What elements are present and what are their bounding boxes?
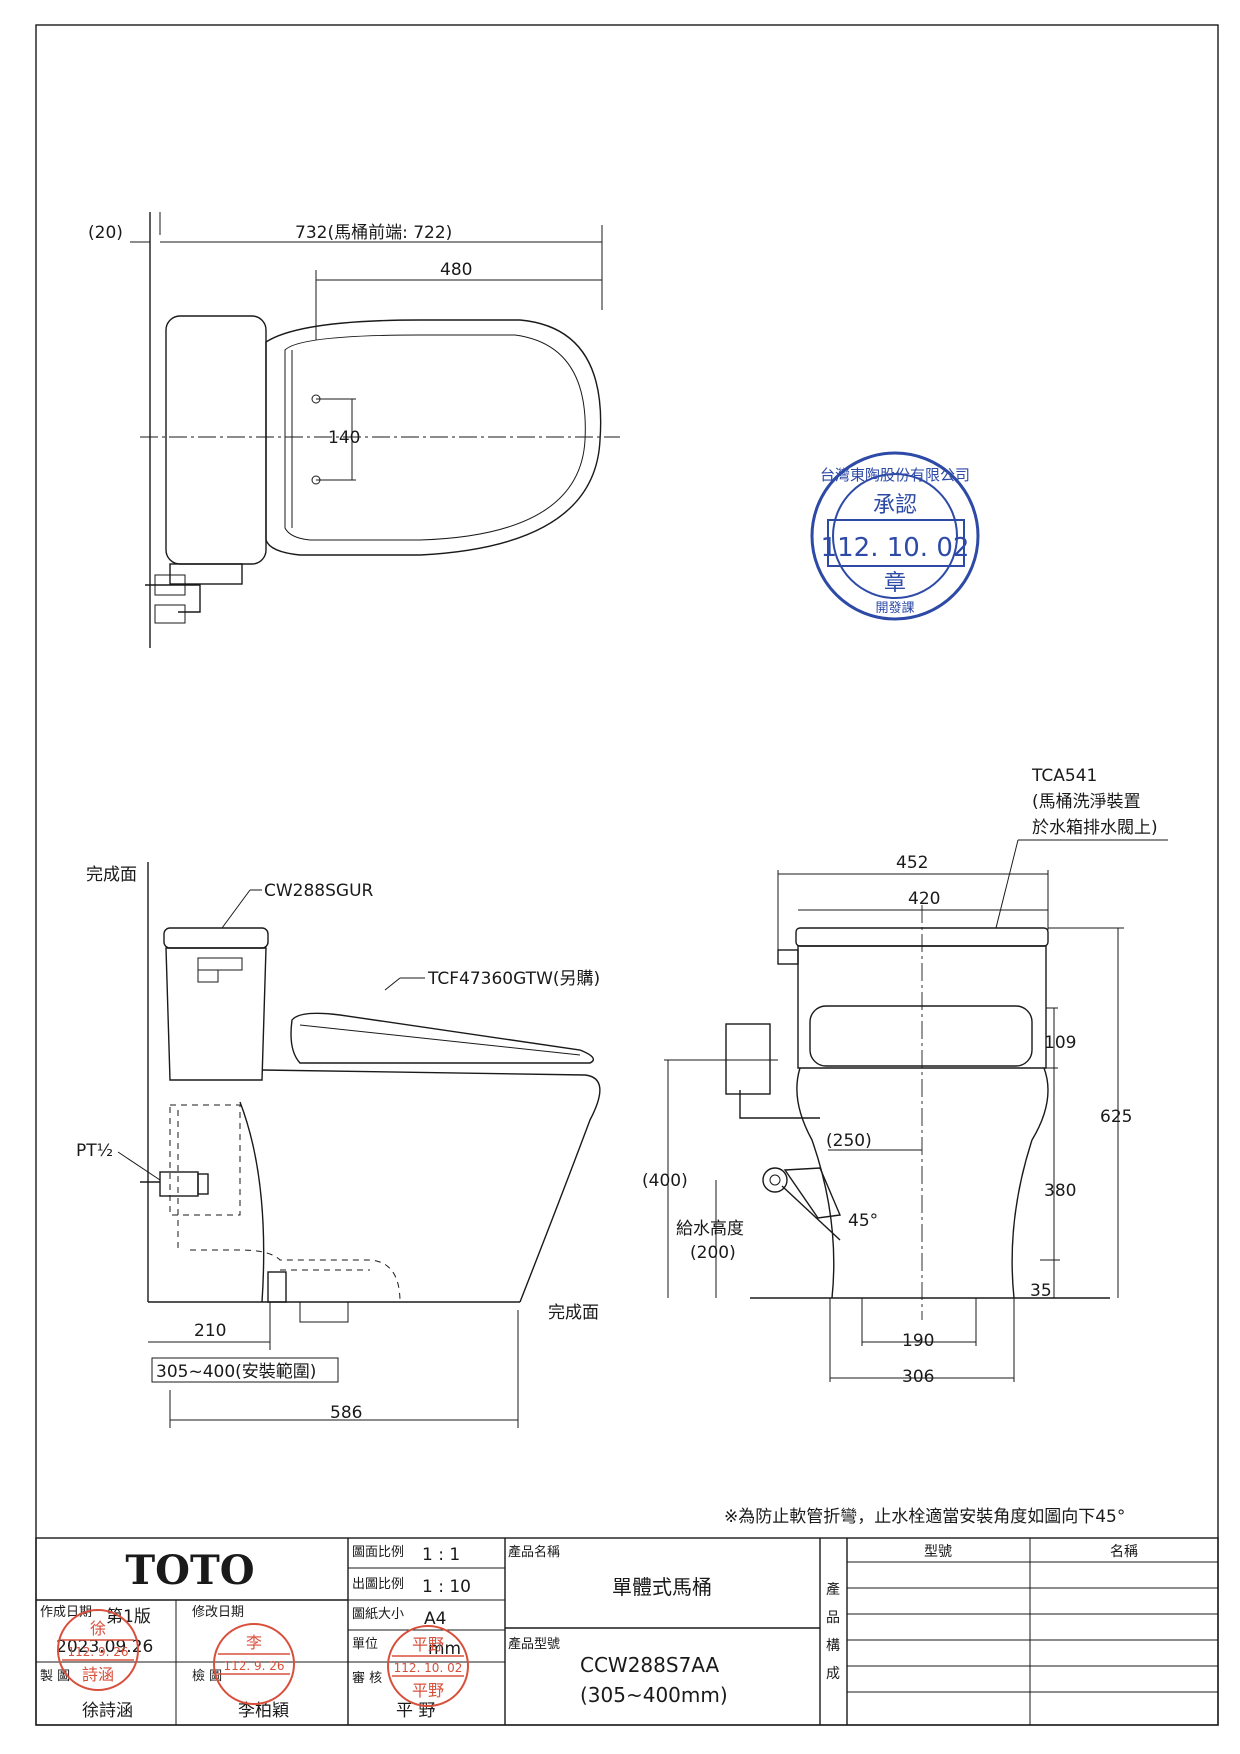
label-finish-wall: 完成面: [86, 865, 137, 885]
label-seat-model: TCF47360GTW(另購): [427, 969, 600, 989]
label-created: 作成日期: [40, 1605, 92, 1620]
value-version: 第1版: [106, 1607, 151, 1627]
dim-625: 625: [1100, 1107, 1132, 1127]
valve-model: TCA541: [1031, 766, 1097, 786]
value-checker: 李柏穎: [238, 1701, 289, 1721]
value-print-scale: 1 : 10: [422, 1577, 471, 1597]
stamp-drawer-bottom: 詩涵: [82, 1665, 114, 1684]
label-print-scale: 出圖比例: [352, 1577, 404, 1592]
valve-note-2: 於水箱排水閥上): [1032, 818, 1158, 838]
dim-306: 306: [902, 1367, 934, 1387]
label-paper: 圖紙大小: [352, 1607, 404, 1622]
composition-char-3: 構: [826, 1638, 840, 1654]
dim-bolt: 140: [328, 428, 360, 448]
stamp-date: 112. 10. 02: [821, 533, 970, 563]
dim-35: 35: [1030, 1281, 1052, 1301]
valve-note-1: (馬桶洗淨裝置: [1032, 792, 1141, 812]
stamp-dept: 開發課: [875, 600, 914, 616]
dim-452: 452: [896, 853, 928, 873]
stamp-date-3: 112. 10. 02: [394, 1661, 463, 1675]
value-product-model-range: (305~400mm): [580, 1683, 728, 1707]
stamp-word: 承認: [873, 493, 917, 518]
sheet-border: [35, 24, 1219, 1726]
value-unit: mm: [428, 1639, 461, 1659]
label-product-name: 產品名稱: [508, 1544, 560, 1560]
stamp-drawer-top: 徐: [90, 1619, 106, 1638]
stamp-date-1: 112. 9. 26: [67, 1645, 128, 1659]
label-modified: 修改日期: [192, 1605, 244, 1620]
dim-setback: (20): [88, 223, 123, 243]
dim-586: 586: [330, 1403, 362, 1423]
col-model-header: 型號: [924, 1544, 952, 1560]
label-product-model: 產品型號: [508, 1636, 560, 1652]
install-note: ※為防止軟管折彎，止水栓適當安裝角度如圖向下45°: [724, 1507, 1125, 1527]
stamp-seal: 章: [884, 571, 906, 596]
value-created-date: 2023.09.26: [56, 1637, 153, 1657]
value-paper: A4: [424, 1609, 446, 1629]
supply-height-label: 給水高度: [676, 1219, 744, 1239]
approval-stamp: 台灣東陶股份有限公司 承認 112. 10. 02 章 開發課: [810, 451, 980, 621]
dim-380: 380: [1044, 1181, 1076, 1201]
label-scale: 圖面比例: [352, 1545, 404, 1560]
value-product-name: 單體式馬桶: [612, 1575, 712, 1599]
stamp-reviewer-bottom: 平野: [412, 1681, 444, 1700]
stamp-company: 台灣東陶股份有限公司: [820, 466, 970, 484]
dim-range: 305~400(安裝範圍): [156, 1362, 316, 1382]
label-unit: 單位: [352, 1637, 378, 1652]
stamp-reviewer-top: 平野: [412, 1635, 444, 1654]
dim-overall: 732(馬桶前端: 722): [295, 223, 452, 243]
composition-char-1: 產: [826, 1581, 840, 1598]
value-drawer: 徐詩涵: [82, 1701, 133, 1721]
dim-109: 109: [1044, 1033, 1076, 1053]
side-view: 完成面 完成面 CW288SGUR TCF47360GTW(另購) PT½: [76, 862, 601, 1428]
stamp-reviewer: 平野 112. 10. 02 平野: [387, 1625, 469, 1707]
composition-char-4: 成: [826, 1666, 840, 1682]
label-finish-floor: 完成面: [548, 1303, 599, 1323]
label-review: 審 核: [352, 1671, 382, 1686]
col-name-header: 名稱: [1110, 1544, 1138, 1560]
stamp-date-2: 112. 9. 26: [223, 1659, 284, 1673]
dim-210: 210: [194, 1321, 226, 1341]
value-scale: 1 : 1: [422, 1545, 460, 1565]
dim-250: (250): [826, 1131, 872, 1151]
stamp-checker: 李 112. 9. 26: [213, 1623, 295, 1705]
dim-420: 420: [908, 889, 940, 909]
dim-seat: 480: [440, 260, 472, 280]
angle-45: 45°: [848, 1211, 878, 1231]
stamp-checker-name: 李: [246, 1633, 262, 1652]
brand-logo: TOTO: [125, 1547, 254, 1594]
dim-400: (400): [642, 1171, 688, 1191]
dim-190: 190: [902, 1331, 934, 1351]
front-view: TCA541 (馬桶洗淨裝置 於水箱排水閥上) 452 420 625 109 …: [642, 766, 1168, 1387]
top-view: (20) 732(馬桶前端: 722) 480 140: [88, 212, 620, 648]
value-product-model: CCW288S7AA: [580, 1653, 720, 1677]
title-block: TOTO 圖面比例 1 : 1 出圖比例 1 : 10 圖紙大小 A4 單位 m…: [35, 1537, 1219, 1726]
supply-height-val: (200): [690, 1243, 736, 1263]
label-tank-model: CW288SGUR: [264, 881, 374, 901]
composition-char-2: 品: [826, 1610, 840, 1626]
label-supply-thread: PT½: [76, 1141, 113, 1161]
stamp-drawer: 徐 112. 9. 26 詩涵: [57, 1609, 139, 1691]
label-drawn: 製 圖: [40, 1669, 70, 1684]
